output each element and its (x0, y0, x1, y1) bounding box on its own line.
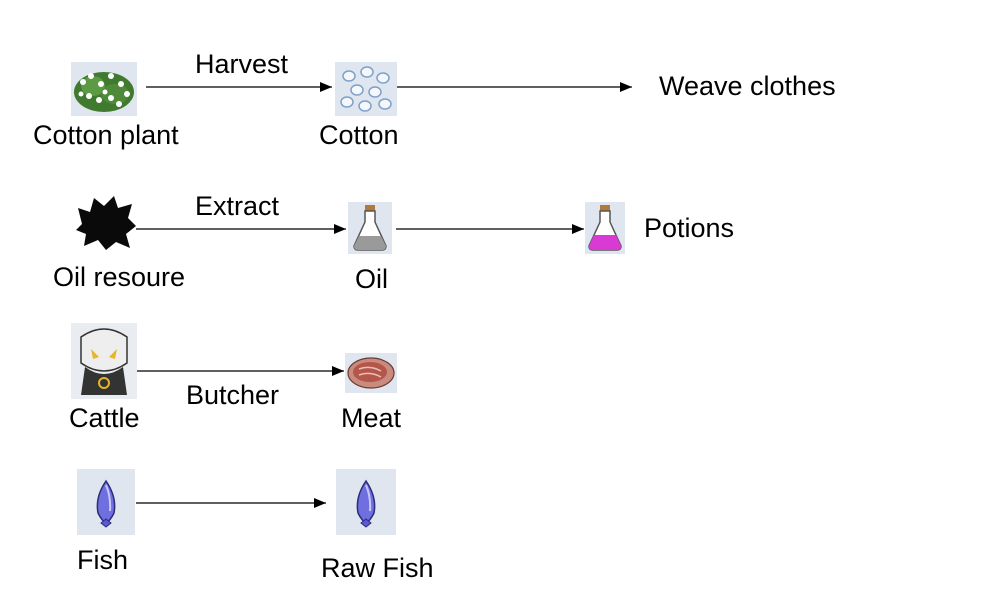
cotton-plant-label: Cotton plant (33, 120, 179, 150)
potions-label: Potions (644, 213, 735, 243)
harvest-label: Harvest (195, 49, 289, 79)
cotton-label: Cotton (319, 120, 399, 150)
butcher-label: Butcher (186, 380, 280, 410)
fish-label: Fish (77, 545, 129, 575)
oil-resource-label: Oil resoure (53, 262, 186, 292)
cotton-icon (335, 62, 397, 116)
cattle-label: Cattle (69, 403, 140, 433)
raw-fish-icon (336, 469, 396, 535)
oil-label: Oil (355, 264, 388, 294)
meat-label: Meat (341, 403, 402, 433)
extract-label: Extract (195, 191, 280, 221)
oil-flask-icon (348, 202, 392, 254)
raw-fish-label: Raw Fish (321, 553, 434, 583)
weave-clothes-label: Weave clothes (659, 71, 836, 101)
cotton-plant-icon (71, 62, 137, 116)
oil-resource-icon (74, 194, 138, 252)
cattle-icon (71, 323, 137, 399)
fish-icon (77, 469, 135, 535)
potion-flask-icon (585, 202, 625, 254)
meat-icon (345, 353, 397, 393)
